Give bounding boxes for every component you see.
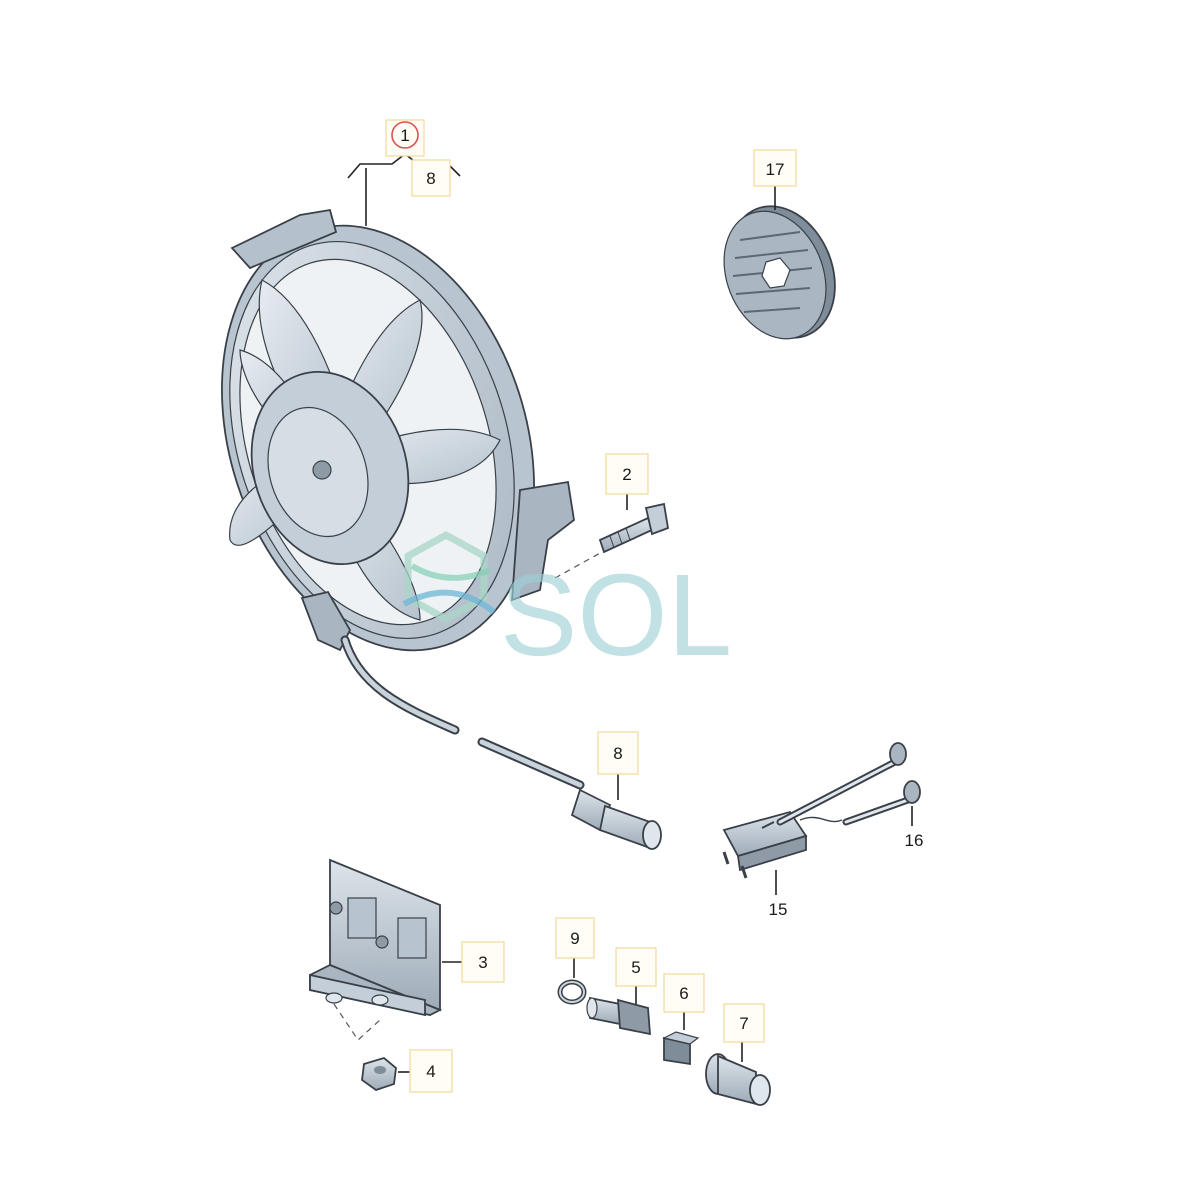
callout-17-label: 17	[766, 160, 785, 179]
wire-pins	[776, 742, 921, 826]
temperature-switch	[586, 996, 651, 1036]
callout-7[interactable]: 7	[723, 1003, 765, 1043]
radiator-fan-assembly	[221, 208, 585, 790]
watermark-text: SOL	[500, 550, 732, 680]
fan-connector-plug	[570, 788, 662, 850]
callout-1-label: 1	[400, 126, 409, 145]
bolt	[598, 502, 670, 554]
callout-2[interactable]: 2	[605, 453, 649, 495]
callout-16[interactable]: 16	[905, 831, 924, 850]
callout-3[interactable]: 3	[461, 941, 505, 983]
callout-6-label: 6	[679, 984, 688, 1003]
callout-1[interactable]: 1	[385, 119, 425, 157]
callout-5[interactable]: 5	[615, 947, 657, 987]
callout-8-label: 8	[613, 744, 622, 763]
callout-2-label: 2	[622, 465, 631, 484]
retaining-clip	[662, 1031, 700, 1066]
callout-7-label: 7	[739, 1014, 748, 1033]
callout-1-highlight-ring	[391, 121, 419, 149]
callout-4-label: 4	[426, 1062, 435, 1081]
callout-17[interactable]: 17	[753, 149, 797, 187]
connector-housing	[705, 1053, 771, 1106]
callout-15-label: 15	[769, 900, 788, 919]
callout-8-top-label: 8	[426, 169, 435, 188]
relay-bracket	[309, 858, 443, 1017]
callout-8[interactable]: 8	[597, 731, 639, 775]
fan-cover-disc	[723, 205, 836, 340]
callout-16-label: 16	[905, 831, 924, 850]
callout-4[interactable]: 4	[409, 1049, 453, 1093]
sol-logo-mark	[402, 531, 496, 623]
callout-9-label: 9	[570, 929, 579, 948]
callout-3-label: 3	[478, 953, 487, 972]
callout-5-label: 5	[631, 958, 640, 977]
sol-watermark: SOL	[402, 531, 732, 680]
callout-8-top[interactable]: 8	[411, 159, 451, 197]
o-ring	[557, 979, 587, 1005]
wiring-switch	[722, 810, 808, 879]
callout-6[interactable]: 6	[663, 973, 705, 1013]
hex-nut	[361, 1056, 397, 1091]
callout-9[interactable]: 9	[555, 917, 595, 959]
callout-15[interactable]: 15	[769, 900, 788, 919]
